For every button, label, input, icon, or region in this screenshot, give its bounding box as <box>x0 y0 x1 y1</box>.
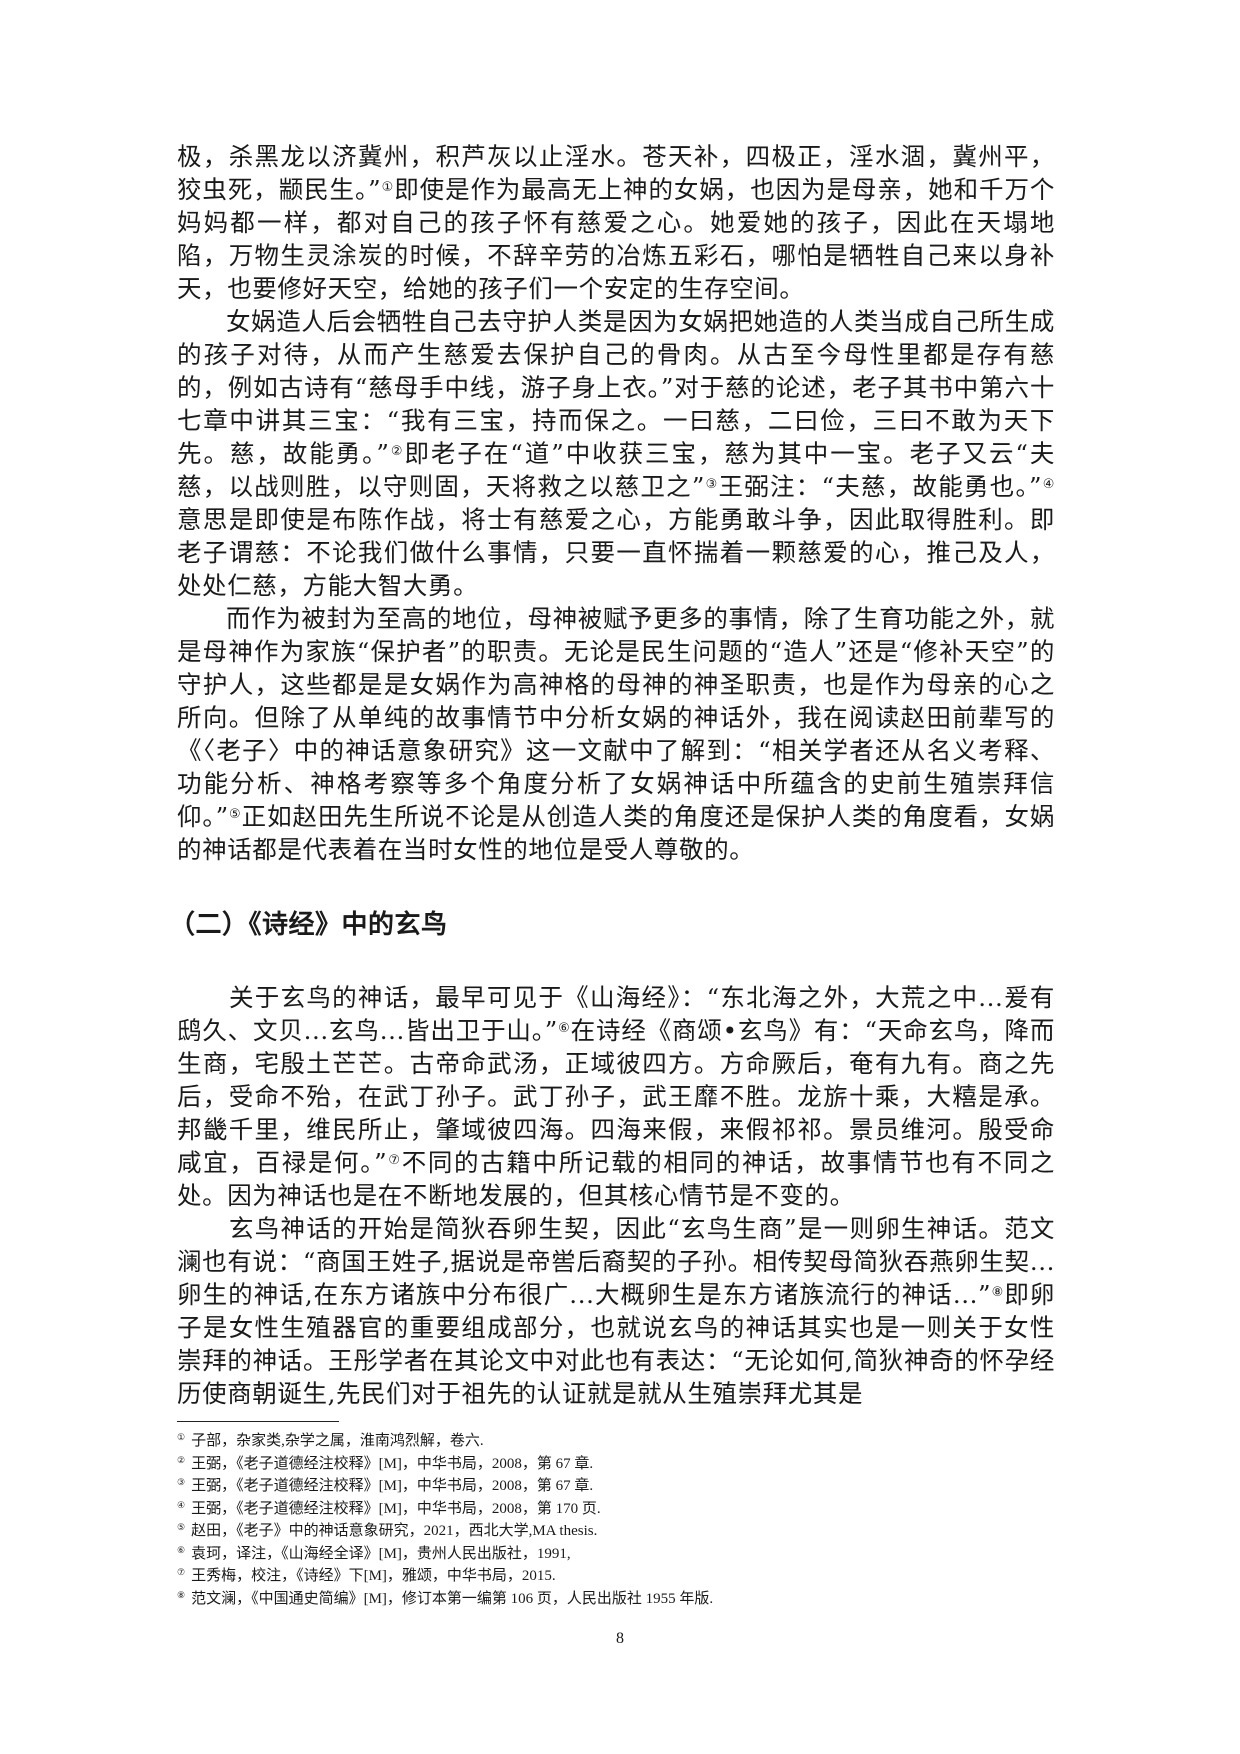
paragraph-text: 极，杀黑龙以济冀州，积芦灰以止淫水。苍天补，四极正，淫水涸，冀州平，狡虫死，颛民… <box>177 142 1055 204</box>
footnote-mark: ④ <box>177 1499 186 1510</box>
footnote-list: ① 子部，杂家类,杂学之属，淮南鸿烈解，卷六. ② 王弼，《老子道德经注校释》[M]，… <box>177 1428 1055 1608</box>
footnote-separator <box>177 1421 339 1422</box>
paragraphs-after-heading: 关于玄鸟的神话，最早可见于《山海经》：“东北海之外，大荒之中...爰有鸱久、文贝… <box>177 981 1055 1410</box>
footnote-reference[interactable]: ④ <box>1042 477 1055 492</box>
footnote-mark: ③ <box>177 1477 186 1487</box>
paragraph-text: 不同的古籍中所记载的相同的神话，故事情节也有不同之处。因为神话也是在不断地发展的… <box>177 1148 1055 1210</box>
page-body: 极，杀黑龙以济冀州，积芦灰以止淫水。苍天补，四极正，淫水涸，冀州平，狡虫死，颛民… <box>169 140 1055 1410</box>
footnote-mark: ① <box>177 1432 186 1442</box>
paragraph: 玄鸟神话的开始是简狄吞卵生契，因此“玄鸟生商”是一则卵生神话。范文澜也有说：“商… <box>177 1212 1055 1410</box>
footnote-mark: ② <box>177 1454 186 1465</box>
footnote-text: 王弼，《老子道德经注校释》[M]，中华书局，2008，第 67 章. <box>191 1455 594 1472</box>
footnote-text: 王秀梅，校注，《诗经》下[M]，雅颂，中华书局，2015. <box>191 1568 556 1584</box>
footnote-text: 赵田，《老子》中的神话意象研究，2021，西北大学,MA thesis. <box>191 1523 598 1539</box>
paragraph-text: 而作为被封为至高的地位，母神被赋予更多的事情，除了生育功能之外，就是母神作为家族… <box>177 604 1055 831</box>
footnote-item: ⑥ 袁珂，译注，《山海经全译》[M]，贵州人民出版社，1991, <box>177 1541 1055 1564</box>
footnote-reference[interactable]: ⑧ <box>991 1285 1005 1300</box>
section-heading: （二）《诗经》中的玄鸟 <box>169 910 448 940</box>
paragraph: 女娲造人后会牺牲自己去守护人类是因为女娲把她造的人类当成自己所生成的孩子对待，从… <box>177 305 1055 602</box>
paragraph-text: 在诗经《商颂•玄鸟》有：“天命玄鸟，降而生商，宅殷土芒芒。古帝命武汤，正域彼四方… <box>177 1016 1055 1177</box>
paragraph-text: 玄鸟神话的开始是简狄吞卵生契，因此“玄鸟生商”是一则卵生神话。范文澜也有说：“商… <box>177 1214 1055 1309</box>
footnotes: ① 子部，杂家类,杂学之属，淮南鸿烈解，卷六. ② 王弼，《老子道德经注校释》[M]，… <box>177 1421 1055 1608</box>
footnote-text: 子部，杂家类,杂学之属，淮南鸿烈解，卷六. <box>191 1433 484 1449</box>
footnote-item: ④ 王弼，《老子道德经注校释》[M]，中华书局，2008，第 170 页. <box>177 1496 1055 1519</box>
footnote-text: 王弼，《老子道德经注校释》[M]，中华书局，2008，第 170 页. <box>191 1500 601 1517</box>
paragraph-text: 女娲造人后会牺牲自己去守护人类是因为女娲把她造的人类当成自己所生成的孩子对待，从… <box>177 307 1055 468</box>
paragraph: 而作为被封为至高的地位，母神被赋予更多的事情，除了生育功能之外，就是母神作为家族… <box>177 602 1055 866</box>
paragraph-text: 即卵子是女性生殖器官的重要组成部分，也就说玄鸟的神话其实也是一则关于女性崇拜的神… <box>177 1280 1055 1408</box>
paragraph-text: 王弼注：“夫慈，故能勇也。” <box>718 472 1043 501</box>
footnote-reference[interactable]: ② <box>389 444 405 459</box>
paragraph-text: 意思是即使是布陈作战，将士有慈爱之心，方能勇敢斗争，因此取得胜利。即老子谓慈：不… <box>177 505 1055 600</box>
footnote-text: 范文澜，《中国通史简编》[M]，修订本第一编第 106 页，人民出版社 1955… <box>191 1590 714 1607</box>
paragraph-text: 正如赵田先生所说不论是从创造人类的角度还是保护人类的角度看，女娲的神话都是代表着… <box>177 802 1055 864</box>
footnote-reference[interactable]: ⑤ <box>228 807 242 822</box>
footnote-reference[interactable]: ① <box>381 180 395 195</box>
footnote-mark: ⑥ <box>177 1544 186 1555</box>
footnote-mark: ⑤ <box>177 1522 186 1532</box>
paragraph: 极，杀黑龙以济冀州，积芦灰以止淫水。苍天补，四极正，淫水涸，冀州平，狡虫死，颛民… <box>177 140 1055 305</box>
footnote-item: ⑤ 赵田，《老子》中的神话意象研究，2021，西北大学,MA thesis. <box>177 1518 1055 1541</box>
paragraph: 关于玄鸟的神话，最早可见于《山海经》：“东北海之外，大荒之中...爰有鸱久、文贝… <box>177 981 1055 1212</box>
footnote-item: ③ 王弼，《老子道德经注校释》[M]，中华书局，2008，第 67 章. <box>177 1473 1055 1496</box>
footnote-mark: ⑦ <box>177 1567 186 1577</box>
footnote-mark: ⑧ <box>177 1589 186 1600</box>
footnote-item: ② 王弼，《老子道德经注校释》[M]，中华书局，2008，第 67 章. <box>177 1451 1055 1474</box>
footnote-item: ① 子部，杂家类,杂学之属，淮南鸿烈解，卷六. <box>177 1428 1055 1451</box>
footnote-reference[interactable]: ⑦ <box>387 1153 402 1168</box>
footnote-text: 袁珂，译注，《山海经全译》[M]，贵州人民出版社，1991, <box>191 1545 571 1562</box>
page-number: 8 <box>616 1630 624 1647</box>
footnote-reference[interactable]: ⑥ <box>557 1021 571 1036</box>
footnote-item: ⑦ 王秀梅，校注，《诗经》下[M]，雅颂，中华书局，2015. <box>177 1563 1055 1586</box>
footnote-text: 王弼，《老子道德经注校释》[M]，中华书局，2008，第 67 章. <box>191 1478 594 1494</box>
footnote-reference[interactable]: ③ <box>704 477 719 492</box>
paragraphs-before-heading: 极，杀黑龙以济冀州，积芦灰以止淫水。苍天补，四极正，淫水涸，冀州平，狡虫死，颛民… <box>177 140 1055 866</box>
footnote-item: ⑧ 范文澜，《中国通史简编》[M]，修订本第一编第 106 页，人民出版社 195… <box>177 1586 1055 1609</box>
paragraph-text: 即使是作为最高无上神的女娲，也因为是母亲，她和千万个妈妈都一样，都对自己的孩子怀… <box>177 175 1055 303</box>
paragraph-text: 即老子在“道”中收获三宝，慈为其中一宝。老子又云“夫慈，以战则胜，以守则固，天将… <box>177 439 1055 501</box>
paragraph-text: 关于玄鸟的神话，最早可见于《山海经》：“东北海之外，大荒之中...爰有鸱久、文贝… <box>177 983 1055 1045</box>
